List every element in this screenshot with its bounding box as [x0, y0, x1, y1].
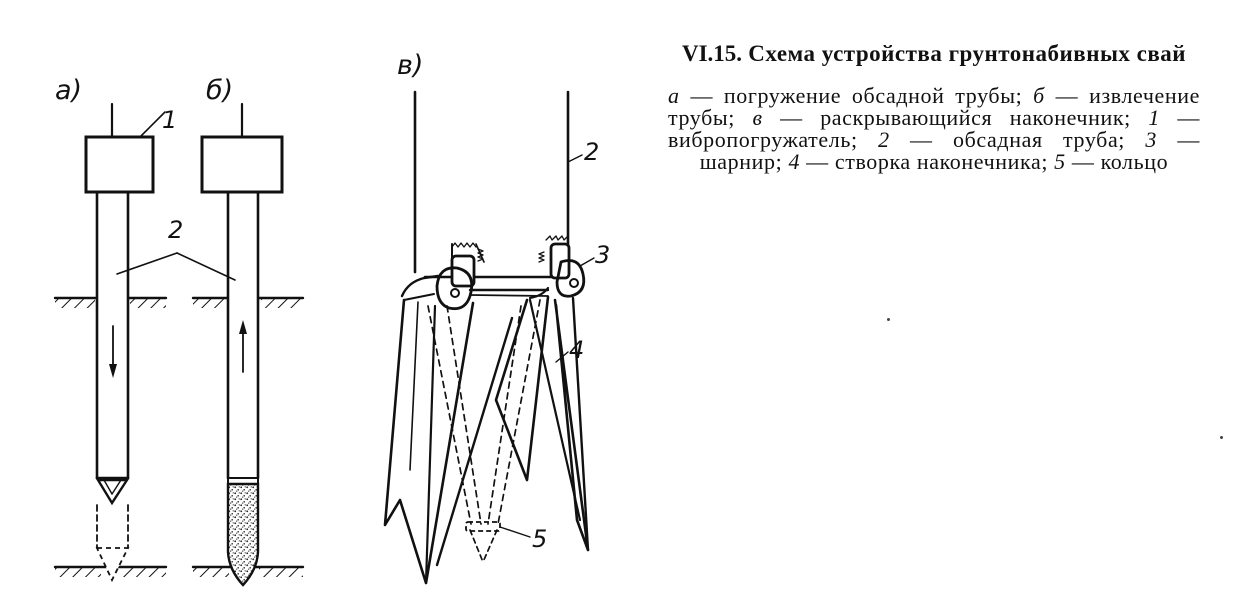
- concrete-plug: [226, 482, 260, 587]
- callout-2-label: 2: [168, 216, 183, 244]
- legend-item: 1 — вибропогружатель;: [668, 105, 1201, 152]
- vibro-driver-a: [84, 135, 155, 194]
- figure-caption: VI.15. Схема устройства грунтонабивных с…: [668, 42, 1200, 173]
- caption-legend: а — погружение обсадной трубы; б — извле…: [668, 85, 1200, 173]
- legend-item: б — извлечение трубы;: [668, 83, 1200, 130]
- legend-item: в — раскрывающийся наконечник;: [752, 105, 1131, 130]
- speck: [887, 318, 890, 321]
- panel-a: а) 1: [53, 75, 177, 583]
- panel-b: б): [191, 75, 305, 587]
- vibro-driver-b: [200, 135, 284, 194]
- callout-2-v: 2: [584, 138, 599, 166]
- legend-item: а — погружение обсадной трубы;: [668, 83, 1023, 108]
- speck: [1220, 436, 1223, 439]
- figure-number: VI.15.: [681, 41, 743, 66]
- panel-v-label: в): [397, 50, 423, 81]
- arrow-up-icon: [239, 320, 247, 373]
- callout-1: 1: [162, 106, 177, 134]
- callout-2-ab: 2: [116, 216, 236, 281]
- pile-tip-a: [95, 478, 130, 583]
- caption-title-text: Схема устройства грунтонабивных свай: [748, 41, 1187, 66]
- legend-item: 4 — створка наконечника;: [788, 149, 1049, 174]
- caption-title: VI.15. Схема устройства грунтонабивных с…: [668, 42, 1200, 65]
- legend-item: 3 — шарнир;: [699, 127, 1201, 174]
- hinge-right: [528, 235, 586, 300]
- panel-b-label: б): [206, 75, 233, 106]
- callout-3: 3: [595, 241, 610, 269]
- panel-v: в) 2 3: [383, 50, 610, 585]
- casing-pipe-b: [226, 190, 260, 480]
- pile-diagram: а) 1: [53, 50, 610, 587]
- callout-4: 4: [569, 336, 584, 364]
- casing-pipe-a: [95, 190, 130, 480]
- callout-5: 5: [532, 525, 547, 553]
- legend-item: 5 — кольцо: [1054, 149, 1169, 174]
- hinge-left: [400, 242, 485, 311]
- panel-a-label: а): [55, 75, 82, 106]
- casing-pipe-v: [413, 90, 570, 279]
- closed-tip-dashed: [427, 299, 541, 563]
- arrow-down-icon: [109, 325, 117, 378]
- tip-leaves: [383, 295, 590, 585]
- legend-item: 2 — обсадная труба;: [878, 127, 1126, 152]
